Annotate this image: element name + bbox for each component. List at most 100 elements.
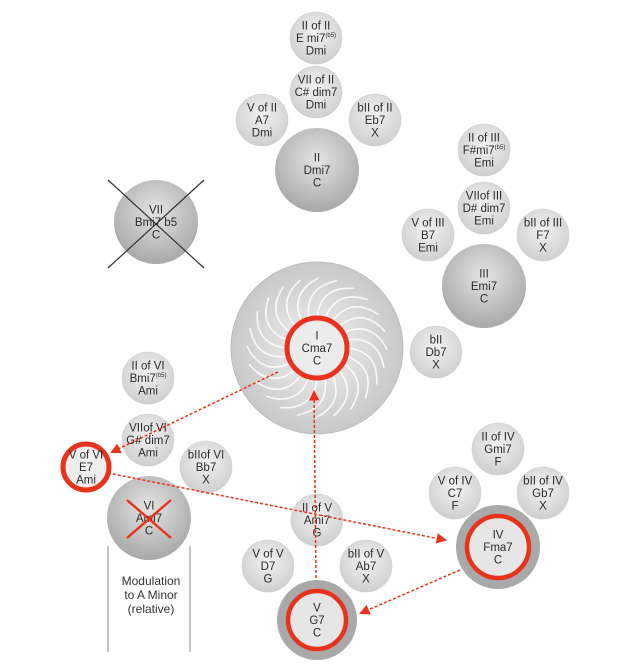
- chord-label-line: Ab7: [356, 561, 376, 573]
- chord-label-line: II of IV: [481, 432, 515, 444]
- chord-label-line: X: [432, 360, 440, 372]
- chord-node-bii-of-ii: [348, 93, 402, 147]
- chord-node-vii-of-iii: [457, 181, 511, 235]
- vii-cross-mark: [107, 179, 205, 269]
- chord-label-line: VII: [149, 205, 163, 217]
- chord-disc: [471, 422, 525, 476]
- chord-label-line: X: [539, 243, 547, 255]
- modulation-bracket: [107, 546, 191, 652]
- chord-disc: [428, 466, 482, 520]
- chord-disc: [516, 466, 570, 520]
- chord-node-bii-of-v: [339, 539, 393, 593]
- chord-label-line: D7: [261, 561, 276, 573]
- chord-label-line: C: [152, 230, 160, 242]
- chord-label-line: VIIof VI: [129, 423, 167, 435]
- chord-label-line: Emi7: [471, 281, 497, 293]
- chord-label-line: Gb7: [532, 488, 554, 500]
- chord-disc: [275, 128, 359, 212]
- chord-label-line: VI: [144, 501, 155, 513]
- chord-label-line: C# dim7: [295, 87, 338, 99]
- chord-node-vii-of-vi: [121, 413, 175, 467]
- chord-label-line: Fma7: [483, 542, 512, 554]
- chord-label-line: III: [479, 269, 489, 281]
- chord-disc: [409, 325, 463, 379]
- chord-label-line: X: [202, 475, 210, 487]
- arrow-i-to-v-of-vi: [110, 371, 279, 454]
- chord-label-line: II of III: [468, 133, 500, 145]
- chord-disc: [457, 181, 511, 235]
- chord-disc: [121, 351, 175, 405]
- chord-label-line: X: [362, 574, 370, 586]
- chord-label-line: Ami: [76, 475, 96, 487]
- modulation-note-line-3: (relative): [127, 602, 175, 616]
- chord-label-line: C: [494, 555, 502, 567]
- chord-label-line: II of VI: [131, 361, 164, 373]
- chord-label-line: II: [314, 153, 320, 165]
- chord-label-line: Dmi7: [304, 165, 331, 177]
- chord-node-v-of-ii: [235, 93, 289, 147]
- chord-label-line: Ami: [138, 448, 158, 460]
- chord-disc: [121, 413, 175, 467]
- chord-disc: [442, 244, 526, 328]
- chord-label-line: C: [313, 178, 321, 190]
- chord-superscript: (b5): [156, 373, 167, 379]
- chord-label-line: Eb7: [365, 115, 385, 127]
- chord-label-line: C: [313, 356, 321, 368]
- chord-disc: [348, 93, 402, 147]
- chord-node-ii: [275, 128, 359, 212]
- chord-label-line: Dmi: [306, 46, 326, 58]
- chord-disc: [289, 65, 343, 119]
- modulation-note: Modulation to A Minor (relative): [113, 574, 189, 616]
- chord-node-ii-of-iv: [471, 422, 525, 476]
- chord-label-line: Bb7: [196, 462, 216, 474]
- chord-node-v-of-iii: [401, 208, 455, 262]
- tonic-highlight-ring: [284, 315, 350, 381]
- chord-label-line: G7: [309, 615, 324, 627]
- chord-label-line: bII of II: [357, 103, 392, 115]
- chord-superscript: (b5): [495, 145, 506, 151]
- chord-label-line: II of V: [302, 503, 332, 515]
- highlight-ring: [464, 513, 532, 581]
- chord-label-line: V of IV: [438, 476, 473, 488]
- chord-label-line: F7: [536, 230, 549, 242]
- chord-node-ii-of-v: [290, 493, 344, 547]
- modulation-note-line-2: to A Minor: [124, 588, 178, 602]
- chord-label-line: bIIof VI: [188, 450, 224, 462]
- chord-label-line: Dmi: [306, 100, 326, 112]
- chord-node-bii: [409, 325, 463, 379]
- arrow-iv-to-v: [359, 569, 461, 615]
- chord-label-line: X: [371, 128, 379, 140]
- chord-node-iii: [442, 244, 526, 328]
- chord-label-line: bII: [430, 335, 443, 347]
- chord-node-v-of-v: [241, 539, 295, 593]
- chord-label-line: G: [313, 528, 322, 540]
- chord-label-line: bII of III: [524, 218, 562, 230]
- chord-label-line: F: [494, 457, 501, 469]
- chord-disc: [457, 123, 511, 177]
- vi-red-cross-mark: [126, 499, 172, 539]
- chord-label-line: V of II: [247, 103, 277, 115]
- chord-node-v-of-iv: [428, 466, 482, 520]
- chord-label-line: A7: [255, 115, 269, 127]
- chord-label-line: E7: [79, 462, 93, 474]
- chord-node-iv: [456, 505, 540, 589]
- chord-node-bii-of-iii: [516, 208, 570, 262]
- chord-label-line: Emi: [474, 158, 494, 170]
- chord-node-v: [277, 580, 357, 660]
- chord-label-line: Emi: [418, 243, 438, 255]
